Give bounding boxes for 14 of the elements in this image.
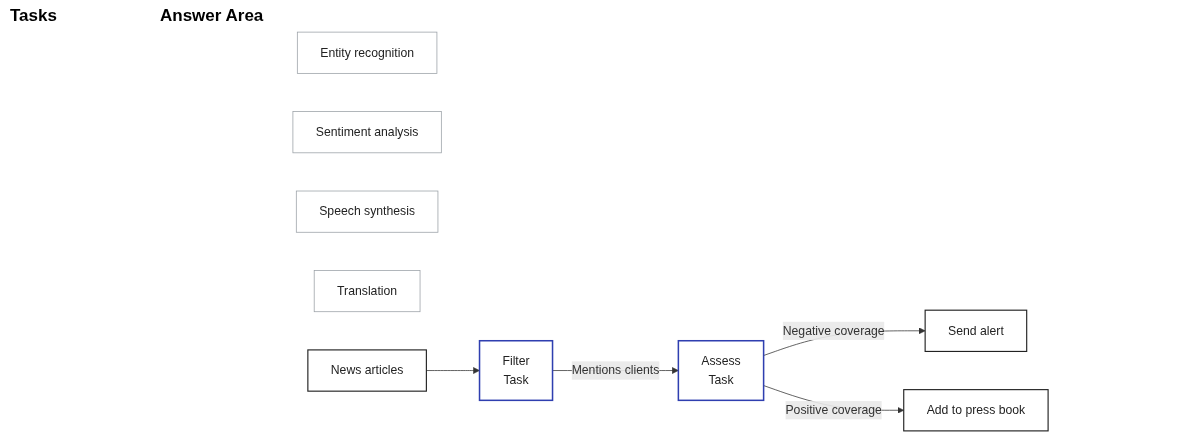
edge-label: Mentions clients: [571, 363, 660, 377]
section-heading: Tasks: [10, 6, 58, 26]
node-box: Filter Task: [478, 339, 554, 402]
node-box: Assess Task: [677, 339, 765, 402]
node-box: Sentiment analysis: [292, 111, 442, 154]
edge-label: Positive coverage: [785, 403, 882, 417]
node-box: News articles: [307, 349, 427, 392]
node-box: Send alert: [924, 309, 1028, 352]
node-box: Add to press book: [903, 389, 1049, 432]
edge-label: Negative coverage: [782, 323, 885, 337]
node-box: Translation: [313, 270, 421, 313]
node-box: Speech synthesis: [295, 190, 439, 233]
node-box: Entity recognition: [296, 31, 438, 74]
section-heading: Answer Area: [160, 6, 265, 26]
